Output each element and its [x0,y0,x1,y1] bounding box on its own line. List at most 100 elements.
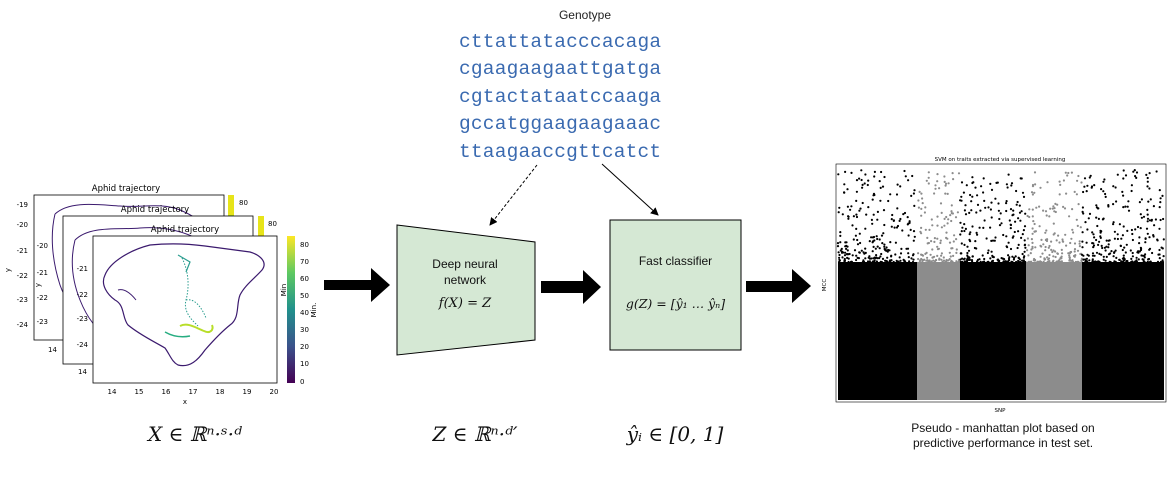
manhattan-point [1131,255,1134,258]
manhattan-point [947,259,950,262]
manhattan-point [1029,252,1032,255]
manhattan-title: SVM on traits extracted via supervised l… [935,157,1066,163]
manhattan-point [903,211,907,215]
manhattan-point [1077,174,1080,178]
manhattan-point [978,226,981,229]
svg-text:y: y [4,268,12,272]
manhattan-point [1087,217,1090,220]
manhattan-point [875,260,878,263]
cbar-tick: 30 [300,326,309,334]
manhattan-point [970,259,974,262]
manhattan-point [855,215,859,219]
manhattan-point [1001,257,1005,260]
manhattan-point [990,216,993,219]
manhattan-point [855,179,859,182]
manhattan-point [917,252,920,255]
manhattan-point [959,199,962,202]
manhattan-point [931,248,934,251]
manhattan-point [872,245,875,248]
classifier-formula: g(Z) = [ŷ₁ … ŷₙ] [625,296,726,311]
manhattan-point [1055,239,1058,242]
manhattan-point [1013,230,1016,234]
svg-text:-24: -24 [17,321,29,329]
manhattan-point [890,218,893,221]
manhattan-point [1130,228,1133,232]
manhattan-point [955,248,958,251]
manhattan-point [932,259,935,262]
manhattan-point [936,173,939,176]
manhattan-point [1054,202,1057,205]
manhattan-point [853,249,857,252]
manhattan-point [1091,231,1094,234]
manhattan-point [1076,224,1079,227]
manhattan-point [1121,234,1124,237]
manhattan-point [861,186,864,189]
manhattan-point [1039,186,1042,189]
manhattan-point [1051,207,1054,210]
manhattan-point [1072,254,1076,258]
manhattan-point [885,260,888,263]
manhattan-point [1102,190,1105,193]
manhattan-point [856,243,860,246]
manhattan-point [964,227,968,230]
back-ytick: 14 [48,346,57,354]
manhattan-point [945,236,948,239]
manhattan-point [1092,233,1095,236]
manhattan-point [909,228,912,231]
manhattan-point [1014,255,1017,258]
manhattan-point [995,181,998,184]
manhattan-point [987,249,990,252]
manhattan-point [1113,230,1116,233]
manhattan-point [1118,223,1121,226]
manhattan-point [883,223,886,227]
manhattan-point [1007,173,1010,176]
manhattan-point [974,186,977,189]
manhattan-point [1056,252,1059,255]
manhattan-point [1093,236,1096,239]
manhattan-point [1139,227,1142,230]
manhattan-point [846,205,850,208]
manhattan-point [1084,260,1087,263]
manhattan-point [1147,258,1150,261]
manhattan-point [1159,197,1162,200]
manhattan-point [866,260,870,263]
manhattan-point [1028,208,1031,211]
manhattan-point [1102,258,1105,261]
manhattan-point [950,204,953,207]
flow-arrow [746,269,811,303]
manhattan-point [1016,246,1019,250]
manhattan-point [1024,260,1027,264]
manhattan-point [1155,170,1158,173]
manhattan-point [1122,225,1125,228]
manhattan-point [1115,256,1118,259]
manhattan-point [850,171,853,174]
manhattan-point [867,206,870,209]
manhattan-point [841,256,844,259]
manhattan-point [1139,213,1142,216]
manhattan-point [944,192,947,195]
manhattan-point [838,260,841,264]
manhattan-point [836,242,840,245]
manhattan-point [871,250,874,253]
flow-arrow [324,268,390,302]
manhattan-point [1123,246,1126,249]
manhattan-point [1072,231,1075,234]
manhattan-point [1085,190,1088,193]
manhattan-point [952,254,955,257]
manhattan-point [911,260,915,264]
svg-text:-21: -21 [37,269,48,277]
manhattan-point [860,169,863,172]
manhattan-point [1092,242,1095,245]
manhattan-point [939,241,942,245]
manhattan-point [858,251,861,254]
manhattan-point [908,220,911,223]
manhattan-point [839,241,842,244]
manhattan-point [982,191,985,194]
manhattan-point [1052,205,1055,208]
genotype-sequence: cttattatacccacaga [459,31,662,53]
manhattan-point [1068,259,1071,262]
manhattan-point [970,200,973,203]
manhattan-point [1142,215,1146,218]
manhattan-point [1027,254,1030,257]
manhattan-point [837,173,840,176]
